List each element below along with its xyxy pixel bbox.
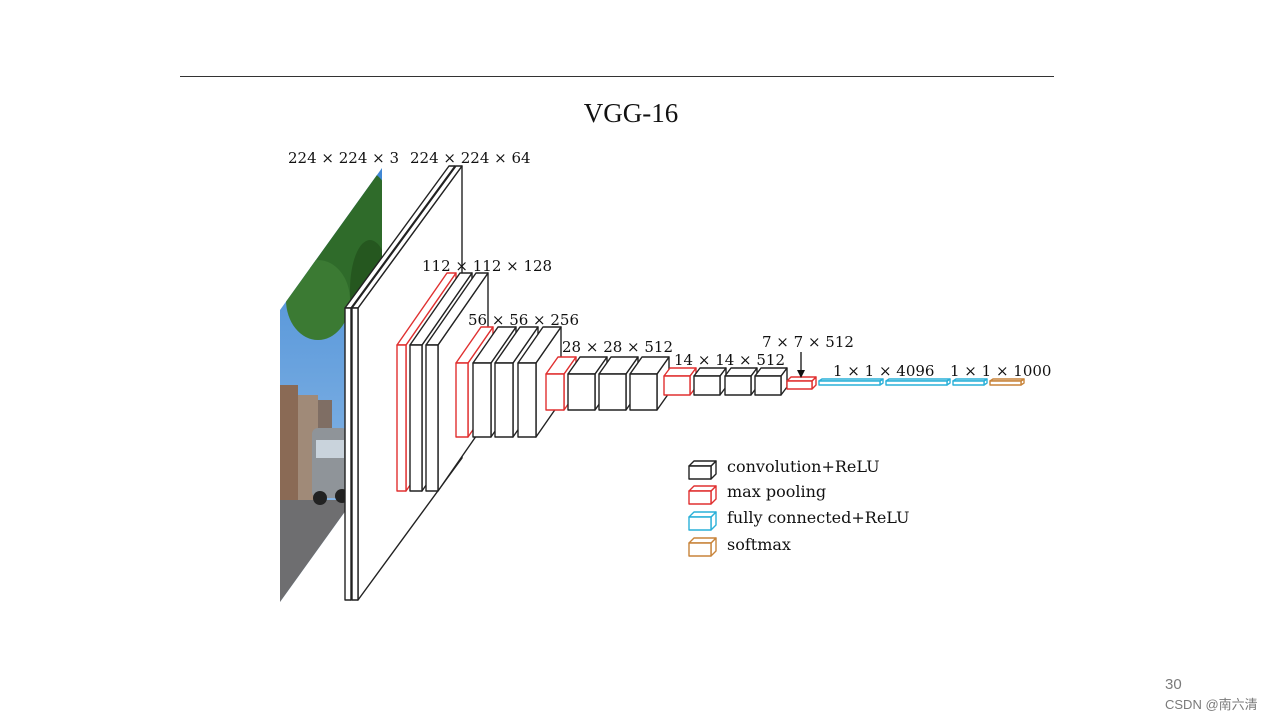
legend-icon-conv: [688, 460, 717, 480]
slide-title: VGG-16: [583, 98, 679, 128]
input-dimension-label: 224 × 224 × 3: [288, 149, 399, 167]
layer-blocks: [344, 165, 1025, 601]
conv5-block-2: [724, 367, 758, 396]
legend-label-softmax: softmax: [727, 535, 791, 554]
conv5-dimension-label: 14 × 14 × 512: [674, 351, 785, 369]
watermark: CSDN @南六清: [1165, 697, 1258, 712]
legend-icon-softmax: [688, 537, 717, 557]
conv4-block-3: [629, 356, 670, 411]
conv3-dimension-label: 56 × 56 × 256: [468, 311, 579, 329]
conv1-dimension-label: 224 × 224 × 64: [410, 149, 531, 167]
legend: convolution+ReLU max pooling fully conne…: [688, 457, 910, 557]
conv5-block-3: [754, 367, 788, 396]
conv2-dimension-label: 112 × 112 × 128: [422, 257, 552, 275]
title-rule: [180, 76, 1054, 77]
softmax-dimension-label: 1 × 1 × 1000: [950, 362, 1051, 380]
conv4-dimension-label: 28 × 28 × 512: [562, 338, 673, 356]
pool5-arrow: [797, 352, 805, 378]
legend-label-conv: convolution+ReLU: [727, 457, 880, 476]
slide-number: 30: [1165, 676, 1182, 693]
legend-icon-pool: [688, 485, 717, 505]
softmax-block: [989, 378, 1025, 386]
pool5-dimension-label: 7 × 7 × 512: [762, 333, 854, 351]
legend-label-fc: fully connected+ReLU: [727, 508, 910, 527]
pool4-block: [663, 367, 697, 396]
legend-icon-fc: [688, 511, 717, 531]
fc7-block: [885, 378, 951, 386]
legend-label-pool: max pooling: [727, 482, 826, 501]
fc8-block: [952, 378, 988, 386]
conv5-block-1: [693, 367, 727, 396]
fc6-block: [818, 378, 884, 386]
pool5-block: [786, 376, 817, 390]
fc-dimension-label: 1 × 1 × 4096: [833, 362, 934, 380]
